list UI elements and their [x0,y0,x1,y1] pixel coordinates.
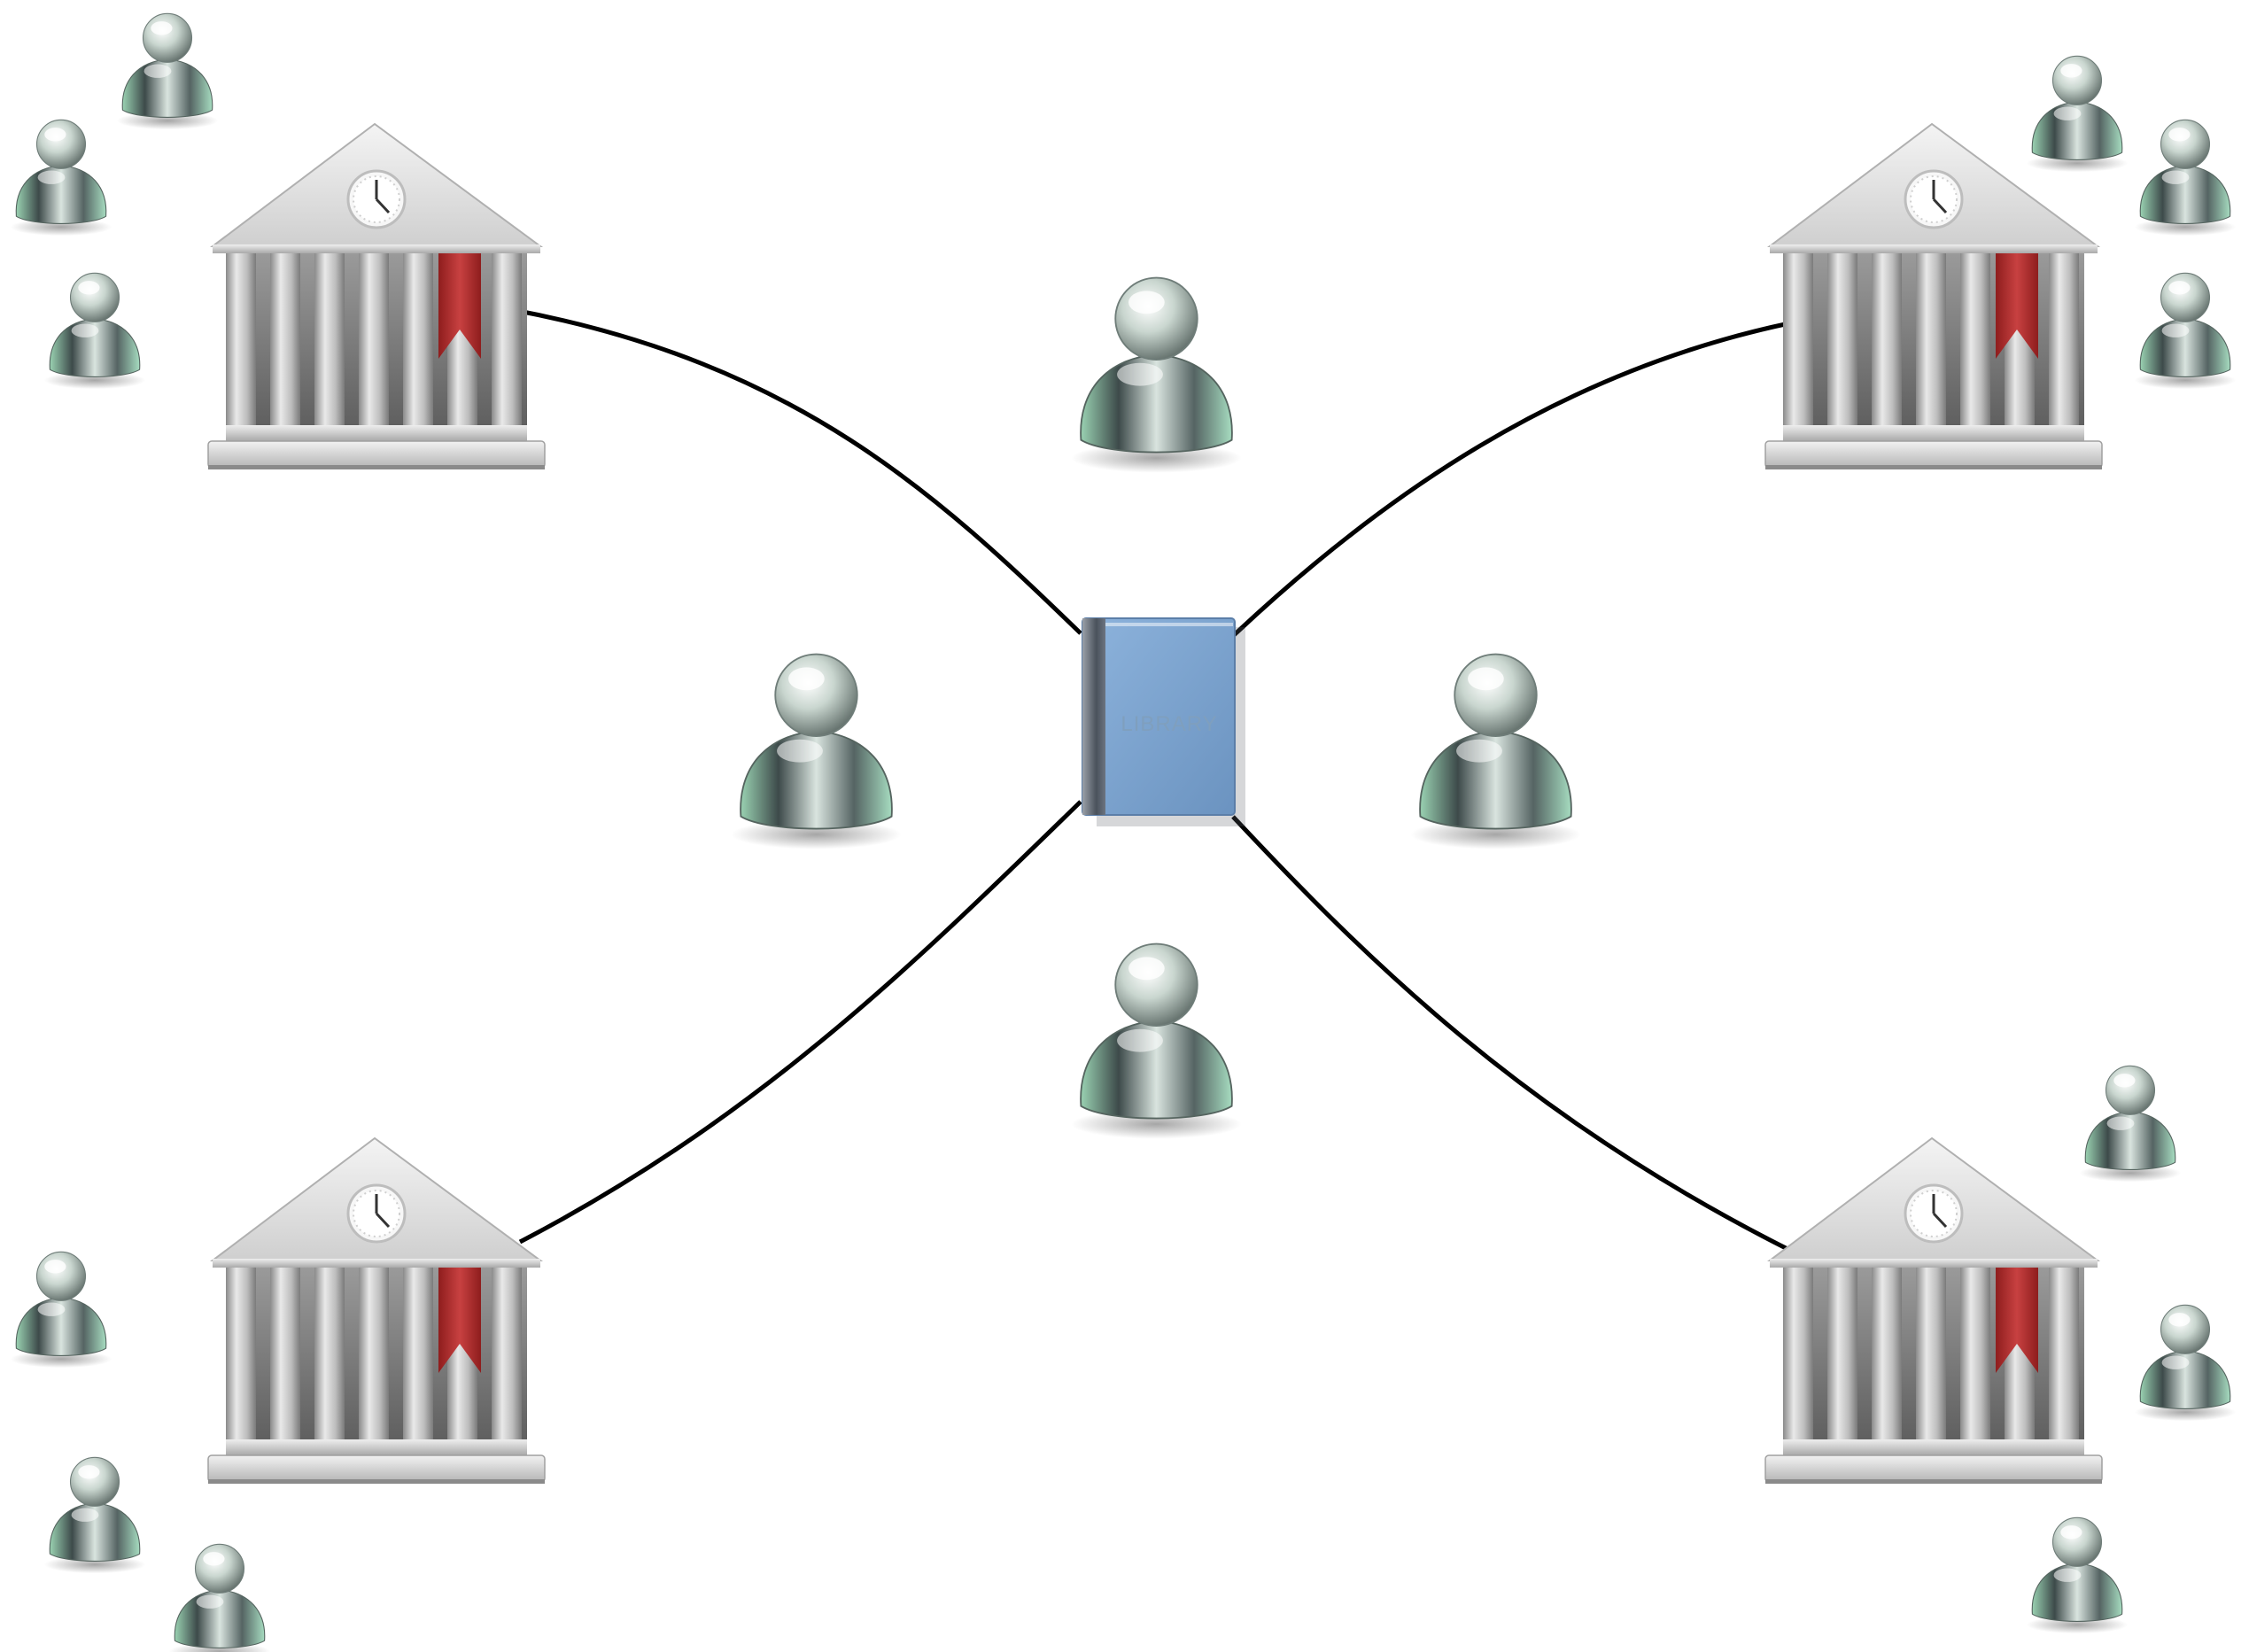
user-icon [1070,942,1243,1140]
user-icon [43,1456,146,1574]
book-label: LIBRARY [1121,712,1217,736]
user-icon [43,272,146,390]
library-building-icon [1764,1136,2104,1485]
user-icon [116,12,219,130]
user-icon [2026,55,2129,173]
edge-bottom-left-to-hub [518,800,1082,1245]
user-icon [2134,272,2237,390]
library-building-icon [206,1136,547,1485]
user-icon [168,1543,271,1652]
user-icon [10,119,112,237]
user-icon [730,653,903,850]
user-icon [10,1251,112,1369]
connection-lines [513,307,1790,1252]
library-building-icon [206,122,547,471]
user-icon [2134,119,2237,237]
user-icon [1409,653,1582,850]
user-icon [2134,1304,2237,1422]
edge-top-right-to-hub [1231,321,1790,638]
edge-top-left-to-hub [513,307,1082,635]
user-icon [2026,1516,2129,1634]
user-icon [1070,276,1243,474]
edge-bottom-right-to-hub [1231,815,1789,1252]
user-icon [2079,1065,2182,1183]
book-icon: LIBRARY [1082,617,1245,826]
library-building-icon [1764,122,2104,471]
